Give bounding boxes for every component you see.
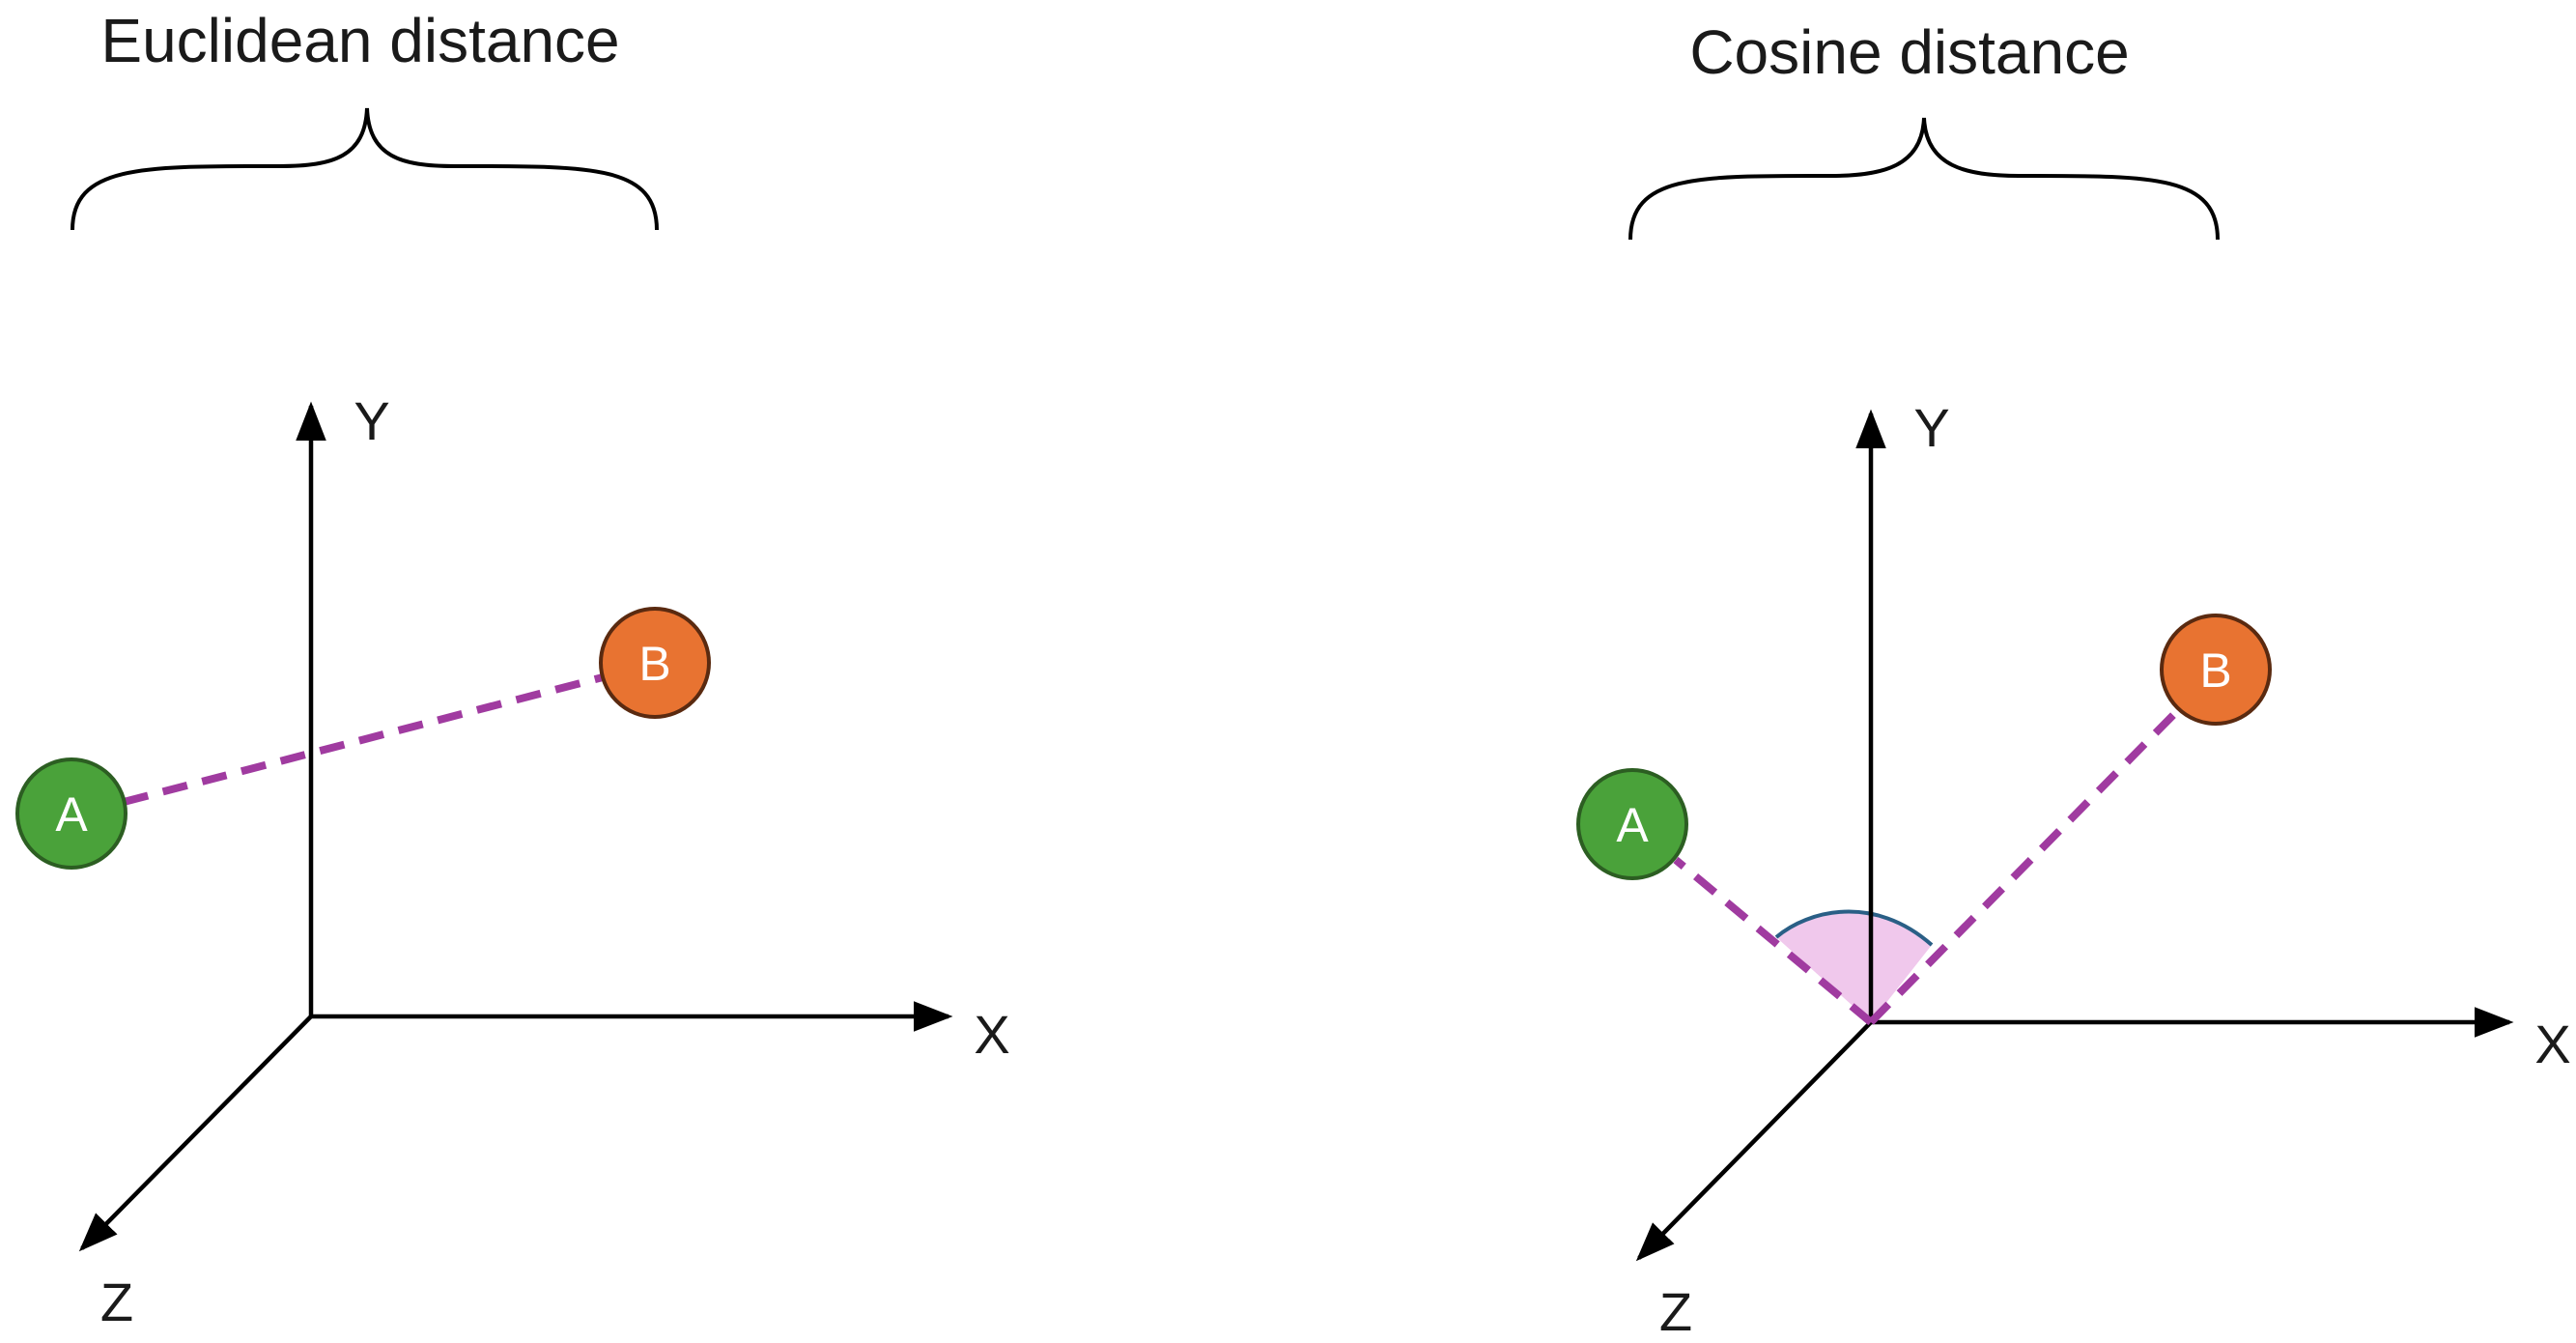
cosine-point-b: B (2160, 614, 2272, 726)
cosine-z-label: Z (1659, 1281, 1692, 1342)
euclidean-distance-line (122, 672, 609, 806)
euclidean-y-label: Y (354, 390, 389, 451)
euclidean-z-label: Z (100, 1272, 133, 1332)
cosine-angle-arc (1774, 909, 1934, 947)
cosine-z-axis (1635, 1020, 1873, 1262)
cosine-point-a: A (1576, 768, 1688, 880)
euclidean-brace (71, 107, 659, 231)
euclidean-x-label: X (974, 1004, 1009, 1065)
cosine-vector-a (1673, 856, 1874, 1026)
euclidean-z-axis (78, 1014, 313, 1252)
euclidean-point-a: A (15, 757, 127, 870)
cosine-x-label: X (2534, 1014, 2570, 1074)
cosine-point-a-label: A (1616, 798, 1649, 852)
euclidean-title: Euclidean distance (100, 6, 619, 75)
cosine-vector-b (1868, 704, 2184, 1025)
euclidean-point-b: B (599, 607, 711, 719)
cosine-y-label: Y (1913, 397, 1949, 458)
cosine-panel: Cosine distance Y X Z A B (1576, 17, 2571, 1342)
cosine-title: Cosine distance (1689, 17, 2129, 87)
euclidean-point-b-label: B (638, 637, 670, 691)
cosine-brace (1628, 117, 2220, 241)
euclidean-panel: Euclidean distance Y X Z A B (15, 6, 1010, 1332)
euclidean-point-a-label: A (55, 787, 88, 842)
cosine-point-b-label: B (2199, 643, 2231, 698)
cosine-angle-wedge (1776, 911, 1932, 1022)
